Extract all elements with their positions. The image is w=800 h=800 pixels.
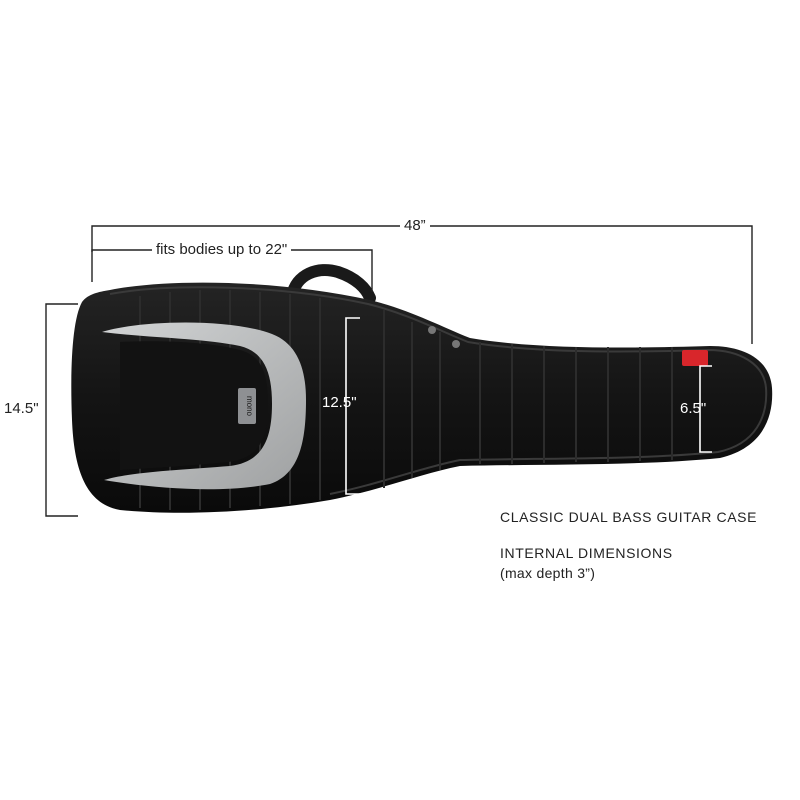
- inner-height-dimension-line: [345, 317, 360, 495]
- guitar-case: mono: [71, 264, 773, 513]
- neck-height-label: 6.5": [680, 400, 707, 417]
- body-width-label: fits bodies up to 22": [152, 241, 292, 259]
- product-title: CLASSIC DUAL BASS GUITAR CASE: [500, 509, 758, 525]
- zipper-pull-left: [428, 326, 436, 334]
- neck-height-dimension-line: [699, 365, 712, 453]
- body-height-dimension-line: [45, 303, 78, 517]
- zipper-pull-right: [452, 340, 460, 348]
- depth-note: (max depth 3”): [500, 565, 596, 581]
- front-pocket: [120, 341, 268, 470]
- logo-text: mono: [245, 396, 254, 417]
- body-height-label: 14.5": [0, 400, 43, 418]
- carry-handle: [286, 264, 376, 304]
- dimensions-heading: INTERNAL DIMENSIONS: [500, 545, 673, 561]
- case-piping: [109, 286, 768, 495]
- red-tag: [682, 350, 708, 366]
- inner-height-label: 12.5": [322, 394, 357, 411]
- logo-patch: [238, 388, 256, 424]
- length-label: 48”: [400, 217, 430, 235]
- pocket-trim: [102, 322, 306, 490]
